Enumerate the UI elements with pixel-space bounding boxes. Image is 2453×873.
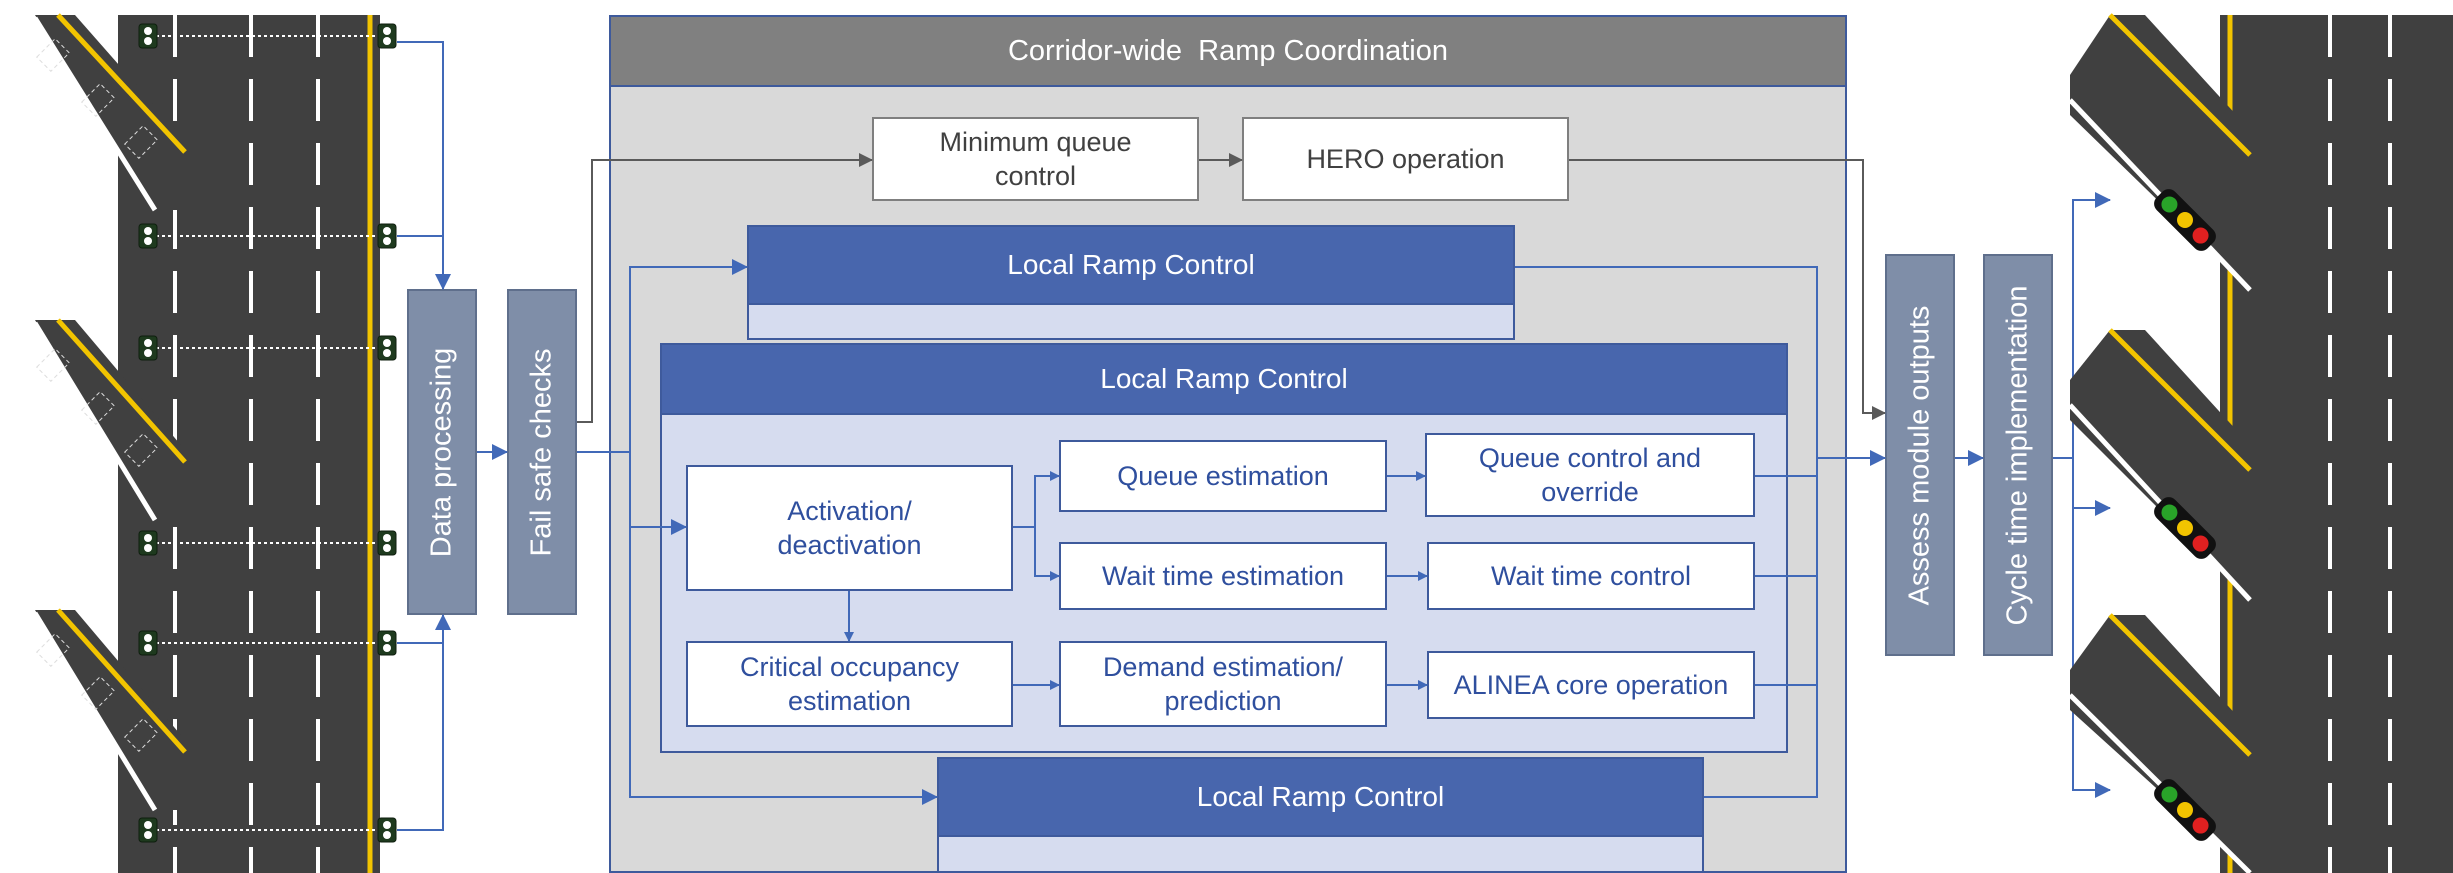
ramp-icon <box>32 318 187 522</box>
activation-box: Activation/ deactivation <box>686 465 1013 591</box>
wait-estimation-box: Wait time estimation <box>1059 542 1387 610</box>
alinea-label: ALINEA core operation <box>1453 670 1729 700</box>
fail-safe-block: Fail safe checks <box>507 289 577 615</box>
wait-control-box: Wait time control <box>1427 542 1755 610</box>
traffic-signal-icon <box>2154 779 2216 841</box>
local-ramp-control-lower-header: Local Ramp Control <box>937 757 1704 837</box>
activation-line-2: deactivation <box>777 530 922 560</box>
traffic-signal-icon <box>2154 189 2216 251</box>
fail-safe-label: Fail safe checks <box>525 348 558 556</box>
local-ramp-control-upper-header: Local Ramp Control <box>747 225 1515 305</box>
data-processing-block: Data processing <box>407 289 477 615</box>
queue-estimation-box: Queue estimation <box>1059 440 1387 512</box>
queue-control-box: Queue control and override <box>1425 433 1755 517</box>
local-ramp-control-main-header: Local Ramp Control <box>660 343 1788 415</box>
freeway-road-right-icon <box>2070 13 2453 873</box>
freeway-road-left-icon <box>32 13 397 873</box>
ramp-icon <box>32 608 187 812</box>
ramp-icon <box>32 13 187 212</box>
assess-outputs-label: Assess module outputs <box>1903 305 1936 605</box>
local-ramp-control-main-label: Local Ramp Control <box>1100 363 1348 394</box>
min-queue-line-1: Minimum queue <box>939 127 1132 157</box>
demand-estimation-box: Demand estimation/ prediction <box>1059 641 1387 727</box>
demand-estimation-line-1: Demand estimation/ <box>1102 652 1344 682</box>
demand-estimation-line-2: prediction <box>1164 686 1282 716</box>
ramp-icon <box>2070 613 2252 873</box>
critical-occupancy-line-2: estimation <box>787 686 912 716</box>
queue-control-line-2: override <box>1541 477 1639 507</box>
hero-operation-label: HERO operation <box>1306 144 1505 174</box>
critical-occupancy-line-1: Critical occupancy <box>739 652 960 682</box>
data-processing-label: Data processing <box>425 347 458 557</box>
corridor-title: Corridor-wide Ramp Coordination <box>609 15 1847 87</box>
alinea-box: ALINEA core operation <box>1427 651 1755 719</box>
assess-outputs-block: Assess module outputs <box>1885 254 1955 656</box>
traffic-signal-icon <box>2154 497 2216 559</box>
wait-control-label: Wait time control <box>1490 561 1692 591</box>
local-ramp-control-lower-label: Local Ramp Control <box>1196 781 1445 812</box>
queue-control-line-1: Queue control and <box>1478 443 1702 473</box>
cycle-time-block: Cycle time implementation <box>1983 254 2053 656</box>
min-queue-line-2: control <box>994 161 1077 191</box>
local-ramp-control-upper-label: Local Ramp Control <box>1007 249 1255 280</box>
hero-operation-box: HERO operation <box>1242 117 1569 201</box>
queue-estimation-label: Queue estimation <box>1117 461 1329 491</box>
activation-line-1: Activation/ <box>787 496 912 526</box>
critical-occupancy-box: Critical occupancy estimation <box>686 641 1013 727</box>
corridor-title-text: Corridor-wide Ramp Coordination <box>1007 34 1448 67</box>
cycle-time-label: Cycle time implementation <box>2001 284 2034 626</box>
min-queue-control-box: Minimum queue control <box>872 117 1199 201</box>
wait-estimation-label: Wait time estimation <box>1101 561 1345 591</box>
